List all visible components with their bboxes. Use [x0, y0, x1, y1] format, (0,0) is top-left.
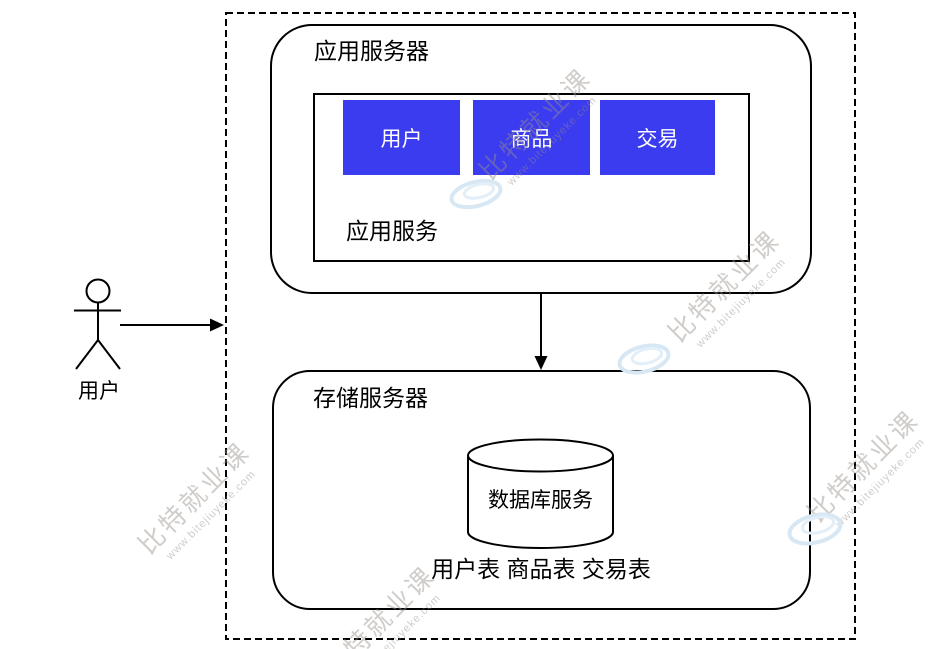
app-server-title: 应用服务器	[314, 38, 429, 64]
storage-server-title: 存储服务器	[313, 385, 428, 411]
module-trade-label: 交易	[636, 127, 679, 151]
database-service-label: 数据库服务	[488, 489, 593, 512]
app-server-box	[270, 24, 812, 294]
storage-server-box	[272, 370, 811, 610]
watermark-text: 比特就业课 www.bitejiuyeke.com	[132, 436, 259, 563]
module-product: 商品	[473, 100, 590, 175]
user-actor-label: 用户	[78, 380, 120, 403]
watermark-text: 比特就业课 www.bitejiuyeke.com	[801, 404, 928, 531]
app-service-title: 应用服务	[346, 218, 438, 244]
module-product-label: 商品	[510, 127, 553, 151]
app-to-storage-arrow	[534, 294, 548, 370]
module-trade: 交易	[600, 100, 715, 175]
module-user: 用户	[343, 100, 460, 175]
tables-label: 用户表 商品表 交易表	[431, 556, 651, 582]
app-service-box	[313, 93, 750, 262]
user-actor-icon	[74, 278, 121, 370]
user-to-system-arrow	[120, 318, 224, 332]
module-user-label: 用户	[380, 127, 423, 151]
